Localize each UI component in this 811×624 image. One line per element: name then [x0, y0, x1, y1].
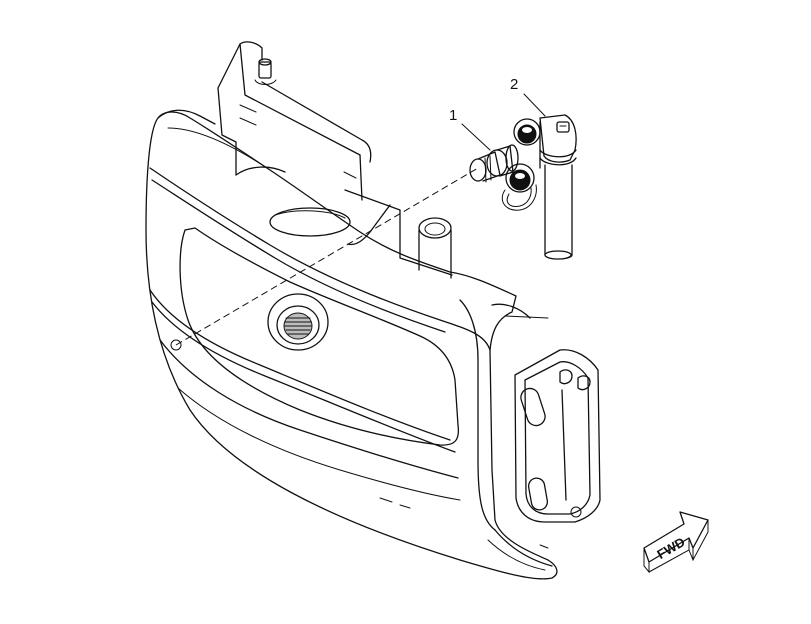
headlamp-housing	[145, 109, 558, 580]
fwd-arrow: FWD	[643, 511, 709, 574]
callout-1-label: 1	[449, 107, 457, 124]
upper-bracket	[217, 41, 453, 279]
callout-1: 1	[449, 107, 491, 151]
part-2-valve	[501, 114, 577, 260]
callout-2-label: 2	[510, 76, 518, 93]
assembly-leader-line	[175, 167, 479, 346]
lamp-lens	[267, 293, 329, 351]
side-bracket	[514, 349, 601, 523]
callout-2: 2	[510, 76, 546, 117]
